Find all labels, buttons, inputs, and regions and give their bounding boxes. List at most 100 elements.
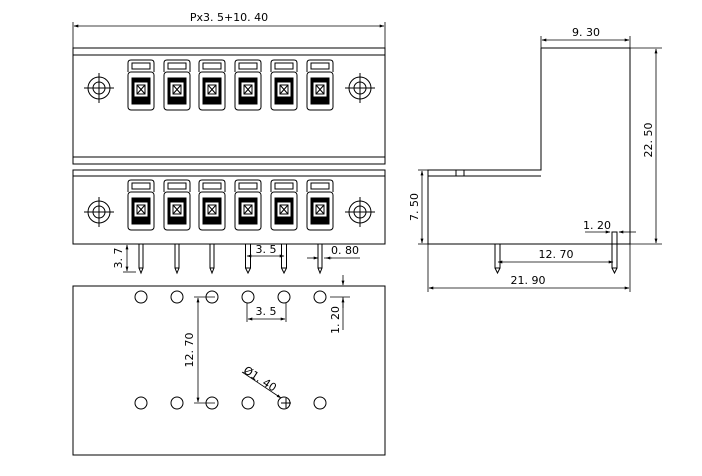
mount-hole-upper-right	[345, 73, 375, 103]
pin-shank	[138, 243, 144, 269]
screw-cross-b	[136, 84, 146, 95]
front-pin	[281, 243, 287, 275]
pcb-hole-bottom	[313, 396, 327, 410]
upper-terminal	[198, 59, 226, 111]
terminal-cap	[198, 59, 226, 72]
screw-cross-b	[172, 204, 182, 215]
front-pin	[209, 243, 215, 275]
screw-slot	[136, 84, 146, 95]
screw-slot	[315, 204, 325, 215]
upper-terminal	[163, 59, 191, 111]
terminal-cap	[234, 59, 262, 72]
label-pitch-front: 3. 5	[256, 243, 277, 256]
terminal-slot	[238, 62, 258, 70]
dim-pitch-pcb	[246, 303, 287, 322]
pins-front	[138, 243, 323, 275]
pcb-hole-top	[241, 290, 255, 304]
terminal-body	[270, 71, 298, 111]
terminal-slot	[310, 182, 330, 190]
label-side-lower: 7. 50	[408, 193, 421, 221]
pcb-view	[72, 285, 386, 456]
screw-slot	[172, 84, 182, 95]
terminal-body	[198, 191, 226, 231]
terminal-cap	[127, 59, 155, 72]
terminal-slot	[202, 182, 222, 190]
pcb-holes	[134, 290, 327, 410]
side-view	[427, 47, 631, 275]
front-pin	[317, 243, 323, 275]
terminal-body	[163, 191, 191, 231]
dim-side-height	[630, 47, 662, 245]
front-view	[72, 47, 386, 275]
terminal-body	[127, 191, 155, 231]
pcb-hole-top	[134, 290, 148, 304]
terminal-cap	[306, 179, 334, 192]
dim-pin-length	[123, 243, 136, 273]
upper-terminal	[234, 59, 262, 111]
lower-terminal	[127, 179, 155, 231]
upper-terminal	[270, 59, 298, 111]
pin-tip	[317, 267, 323, 275]
dim-total-width	[72, 22, 386, 48]
side-pin-left	[494, 243, 501, 275]
terminal-slot	[310, 62, 330, 70]
screw-cross-b	[207, 204, 217, 215]
mount-hole-lower-right	[345, 197, 375, 227]
pin-tip	[281, 267, 287, 275]
lower-terminal	[234, 179, 262, 231]
terminal-slot	[202, 62, 222, 70]
label-pin-width-side: 1. 20	[583, 219, 611, 232]
pcb-hole-bottom	[241, 396, 255, 410]
terminal-body	[270, 191, 298, 231]
pcb-hole-bottom	[134, 396, 148, 410]
side-pin-right	[611, 231, 618, 275]
label-pcb-offset: 1. 20	[329, 306, 342, 334]
screw-cross-b	[279, 204, 289, 215]
terminal-cap	[306, 59, 334, 72]
terminal-slot	[167, 62, 187, 70]
mount-hole-upper-left	[84, 73, 114, 103]
dim-hole-diameter	[241, 371, 282, 399]
terminal-slot	[274, 62, 294, 70]
terminals-lower	[127, 179, 334, 231]
screw-cross-b	[172, 84, 182, 95]
screw-cross-b	[243, 84, 253, 95]
label-hole-diameter: Ø1. 40	[241, 364, 279, 395]
dim-side-width	[540, 36, 631, 48]
label-side-total: 21. 90	[511, 274, 546, 287]
mount-hole-lower-left	[84, 197, 114, 227]
lower-terminal	[198, 179, 226, 231]
screw-slot	[136, 204, 146, 215]
label-pitch-pcb: 3. 5	[256, 305, 277, 318]
dim-side-total	[427, 244, 631, 292]
screw-slot	[172, 204, 182, 215]
pcb-outline	[72, 285, 386, 456]
terminal-cap	[163, 179, 191, 192]
terminal-cap	[198, 179, 226, 192]
terminal-cap	[270, 179, 298, 192]
upper-terminal	[306, 59, 334, 111]
pcb-hole-top	[277, 290, 291, 304]
terminal-cap	[163, 59, 191, 72]
label-pcb-row-spacing: 12. 70	[183, 333, 196, 368]
front-pin	[245, 243, 251, 275]
front-pin	[174, 243, 180, 275]
screw-slot	[315, 84, 325, 95]
terminal-body	[234, 191, 262, 231]
terminal-body	[163, 71, 191, 111]
screw-slot	[279, 84, 289, 95]
screw-cross-b	[279, 84, 289, 95]
pin-shank	[317, 243, 323, 269]
screw-cross-b	[243, 204, 253, 215]
lower-block-outline	[72, 169, 386, 245]
screw-slot	[279, 204, 289, 215]
terminal-body	[198, 71, 226, 111]
lower-terminal	[306, 179, 334, 231]
screw-cross-b	[136, 204, 146, 215]
pin-shank	[209, 243, 215, 269]
pin-shank	[174, 243, 180, 269]
pcb-hole-bottom	[170, 396, 184, 410]
label-pin-thickness: 0. 80	[331, 244, 359, 257]
